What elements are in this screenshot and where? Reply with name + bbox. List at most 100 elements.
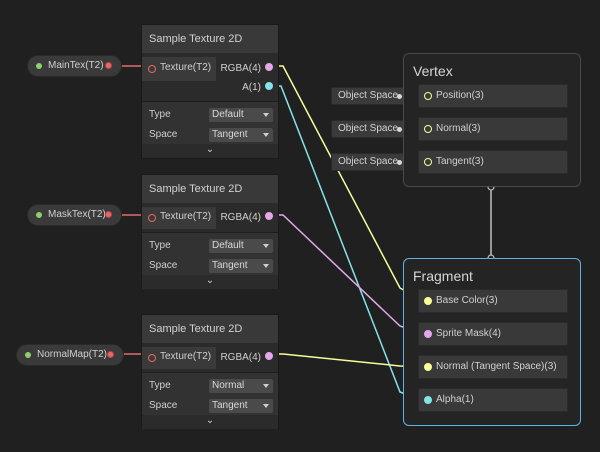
property-maintex[interactable]: MainTex(T2) <box>27 55 122 77</box>
output-port[interactable] <box>397 94 402 99</box>
fragment-slot-base-color[interactable]: Base Color(3) <box>418 289 568 313</box>
alpha-output-port[interactable] <box>265 82 273 90</box>
type-dropdown[interactable]: Normal <box>209 379 273 393</box>
node-title: Sample Texture 2D <box>142 315 278 343</box>
caret-down-icon <box>263 133 269 137</box>
green-dot-icon <box>36 63 42 69</box>
vector3-port[interactable] <box>424 363 432 371</box>
node-ports: Texture(T2) RGBA(4) <box>142 343 278 371</box>
property-output-port[interactable] <box>105 62 112 69</box>
sample-texture-node-3[interactable]: Sample Texture 2D Texture(T2) RGBA(4) Ty… <box>141 314 279 429</box>
node-options: Type Default Space Tangent <box>142 232 278 275</box>
node-title: Sample Texture 2D <box>142 25 278 53</box>
slot-label: Normal(3) <box>436 123 481 134</box>
caret-down-icon <box>263 264 269 268</box>
space-label: Space <box>149 260 178 271</box>
fragment-slot-normal[interactable]: Normal (Tangent Space)(3) <box>418 355 568 379</box>
fragment-title: Fragment <box>413 268 473 284</box>
vector3-port[interactable] <box>424 125 432 133</box>
wire-rgba-normal <box>269 353 424 368</box>
texture-input-port[interactable] <box>148 354 156 362</box>
sample-texture-node-1[interactable]: Sample Texture 2D Texture(T2) RGBA(4) A(… <box>141 24 279 159</box>
node-ports: Texture(T2) RGBA(4) <box>142 203 278 231</box>
output-port[interactable] <box>397 127 402 132</box>
fragment-slot-sprite-mask[interactable]: Sprite Mask(4) <box>418 322 568 346</box>
alpha-output-label: A(1) <box>242 82 261 93</box>
type-dropdown[interactable]: Default <box>209 239 273 253</box>
green-dot-icon <box>25 352 31 358</box>
chevron-down-icon[interactable]: ⌄ <box>142 144 278 158</box>
sample-texture-node-2[interactable]: Sample Texture 2D Texture(T2) RGBA(4) Ty… <box>141 174 279 289</box>
rgba-output-port[interactable] <box>265 63 273 71</box>
vertex-title: Vertex <box>413 63 453 79</box>
space-dropdown[interactable]: Tangent <box>209 399 273 413</box>
rgba-output-label: RGBA(4) <box>220 63 261 74</box>
caret-down-icon <box>263 244 269 248</box>
space-value: Tangent <box>212 400 248 411</box>
property-normalmap[interactable]: NormalMap(T2) <box>16 344 124 366</box>
texture-input-slot[interactable]: Texture(T2) <box>142 347 216 369</box>
object-space-input-position[interactable]: Object Space <box>331 87 407 105</box>
property-masktex[interactable]: MaskTex(T2) <box>27 204 122 226</box>
property-output-port[interactable] <box>107 351 114 358</box>
caret-down-icon <box>263 404 269 408</box>
wire-rgba-spritemask <box>269 214 424 335</box>
node-options: Type Normal Space Tangent <box>142 372 278 415</box>
vector3-port[interactable] <box>424 92 432 100</box>
property-label: MaskTex(T2) <box>48 209 106 220</box>
chevron-down-icon[interactable]: ⌄ <box>142 415 278 429</box>
type-label: Type <box>149 240 171 251</box>
vector4-port[interactable] <box>424 330 432 338</box>
vertex-context[interactable]: Vertex Position(3) Normal(3) Tangent(3) <box>403 53 581 187</box>
type-value: Default <box>212 109 244 120</box>
green-dot-icon <box>36 212 42 218</box>
vertex-slot-tangent[interactable]: Tangent(3) <box>418 150 568 174</box>
node-title: Sample Texture 2D <box>142 175 278 203</box>
texture-input-port[interactable] <box>148 214 156 222</box>
caret-down-icon <box>263 384 269 388</box>
property-output-port[interactable] <box>105 211 112 218</box>
slot-label: Alpha(1) <box>436 394 474 405</box>
vertex-slot-position[interactable]: Position(3) <box>418 84 568 108</box>
type-value: Default <box>212 240 244 251</box>
node-ports: Texture(T2) RGBA(4) A(1) <box>142 53 278 97</box>
rgba-output-port[interactable] <box>265 212 273 220</box>
vector3-port[interactable] <box>424 158 432 166</box>
slot-label: Position(3) <box>436 90 484 101</box>
space-dropdown[interactable]: Tangent <box>209 259 273 273</box>
object-space-input-tangent[interactable]: Object Space <box>331 153 407 171</box>
caret-down-icon <box>263 113 269 117</box>
object-space-label: Object Space <box>338 90 399 101</box>
texture-input-slot[interactable]: Texture(T2) <box>142 207 216 229</box>
space-label: Space <box>149 400 178 411</box>
type-value: Normal <box>212 380 245 391</box>
rgba-output-label: RGBA(4) <box>220 212 261 223</box>
texture-input-label: Texture(T2) <box>160 351 212 362</box>
node-options: Type Default Space Tangent <box>142 101 278 144</box>
texture-input-slot[interactable]: Texture(T2) <box>142 57 216 81</box>
rgba-output-port[interactable] <box>265 352 273 360</box>
rgba-output-label: RGBA(4) <box>220 352 261 363</box>
fragment-slot-alpha[interactable]: Alpha(1) <box>418 388 568 412</box>
space-dropdown[interactable]: Tangent <box>209 128 273 142</box>
slot-label: Sprite Mask(4) <box>436 328 502 339</box>
type-label: Type <box>149 380 171 391</box>
output-port[interactable] <box>397 160 402 165</box>
vector3-port[interactable] <box>424 297 432 305</box>
fragment-context[interactable]: Fragment Base Color(3) Sprite Mask(4) No… <box>403 258 581 426</box>
texture-input-port[interactable] <box>148 65 156 73</box>
vertex-slot-normal[interactable]: Normal(3) <box>418 117 568 141</box>
property-label: MainTex(T2) <box>48 60 104 71</box>
float-port[interactable] <box>424 396 432 404</box>
object-space-label: Object Space <box>338 123 399 134</box>
slot-label: Tangent(3) <box>436 156 484 167</box>
property-label: NormalMap(T2) <box>37 349 108 360</box>
space-value: Tangent <box>212 129 248 140</box>
type-dropdown[interactable]: Default <box>209 108 273 122</box>
chevron-down-icon[interactable]: ⌄ <box>142 275 278 289</box>
texture-input-label: Texture(T2) <box>160 62 212 73</box>
type-label: Type <box>149 109 171 120</box>
object-space-input-normal[interactable]: Object Space <box>331 120 407 138</box>
space-label: Space <box>149 129 178 140</box>
space-value: Tangent <box>212 260 248 271</box>
